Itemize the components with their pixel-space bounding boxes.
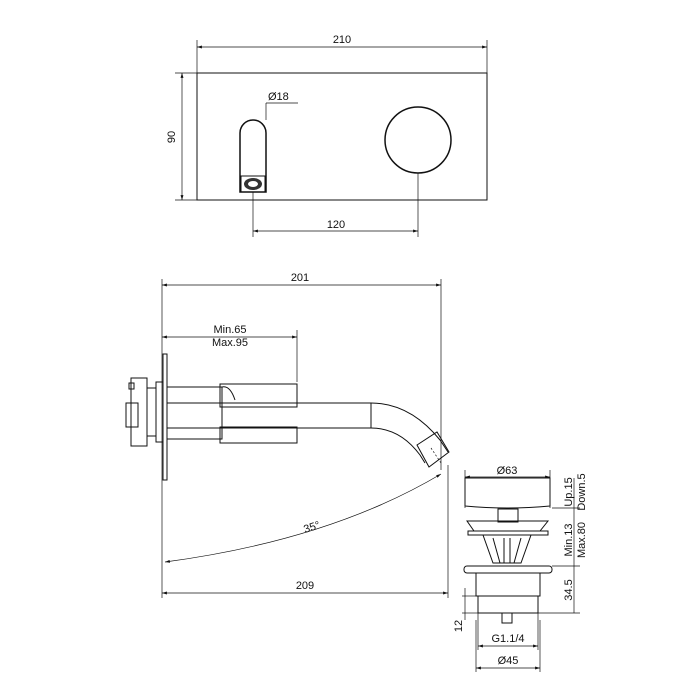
side-view: 201 Min.65 Max.95 35° 209 <box>125 272 450 598</box>
drain-view: Ø63 Up.15 Down.5 Min.13 Max.80 34.5 12 G… <box>453 465 588 672</box>
top-view: 210 90 Ø18 120 <box>166 34 488 237</box>
centers-dimension: 120 <box>327 219 345 231</box>
spout <box>166 383 450 468</box>
spout-outlet-circle <box>384 106 452 174</box>
body-diameter: Ø45 <box>498 655 519 667</box>
width-dimension: 210 <box>333 34 351 46</box>
min-height: Min.13 <box>563 523 575 556</box>
height-dimension: 90 <box>166 131 178 143</box>
max-depth: Max.95 <box>212 337 248 349</box>
pop-up-drain <box>463 477 553 624</box>
wall-plate-outline <box>196 72 488 201</box>
body-height: 34.5 <box>563 579 575 600</box>
lift-down: Down.5 <box>576 473 588 510</box>
swivel-arc <box>164 473 442 563</box>
thread-spec: G1.1/4 <box>491 633 524 645</box>
lever-handle <box>239 119 267 193</box>
cap-diameter: Ø63 <box>497 465 518 477</box>
max-height: Max.80 <box>576 522 588 558</box>
swivel-reach: 209 <box>296 580 314 592</box>
lift-up: Up.15 <box>563 477 575 506</box>
lever-diameter: Ø18 <box>268 91 289 103</box>
swivel-angle: 35° <box>302 519 322 536</box>
depth-dimension: 201 <box>291 272 309 284</box>
concealed-body <box>125 353 168 481</box>
thread-length: 12 <box>453 620 465 632</box>
min-depth: Min.65 <box>213 324 246 336</box>
